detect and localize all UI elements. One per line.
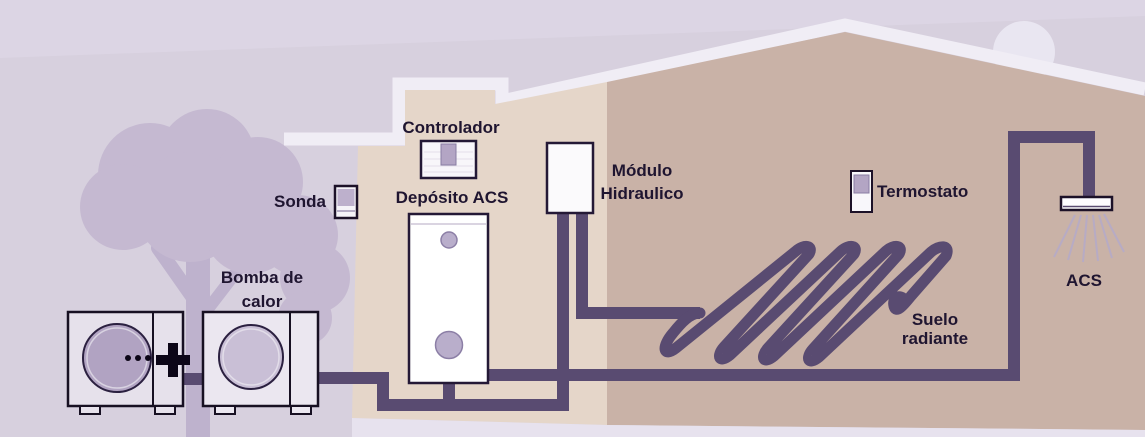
- label-modulo-line1: Módulo: [611, 161, 673, 180]
- controller-display: [440, 143, 457, 166]
- label-termostato: Termostato: [877, 181, 987, 202]
- label-suelo-radiante: Suelo radiante: [892, 310, 978, 348]
- label-modulo-hidraulico: Módulo Hidraulico: [590, 159, 694, 205]
- controller-box: [419, 139, 478, 180]
- label-modulo-line2: Hidraulico: [600, 184, 684, 203]
- tank-port-small: [440, 231, 458, 249]
- shower-spray-icon: [1053, 213, 1125, 263]
- label-sonda: Sonda: [258, 191, 326, 212]
- label-termostato-text: Termostato: [877, 182, 969, 201]
- shower-head-icon: [1059, 195, 1114, 212]
- house-outline: [284, 18, 1145, 146]
- dhw-tank: [407, 212, 490, 385]
- tank-port-large: [434, 330, 464, 360]
- tree-branch: [151, 241, 205, 312]
- label-deposito-acs: Depósito ACS: [377, 187, 527, 208]
- hydraulic-module-box: [545, 141, 595, 215]
- label-bomba-de-calor: Bomba de calor: [201, 266, 323, 314]
- unit-foot: [79, 405, 101, 415]
- label-suelo-line1: Suelo: [911, 310, 959, 329]
- floor-strip: [352, 418, 1145, 437]
- pipe-network: [178, 131, 1095, 411]
- label-bomba-line2: calor: [241, 292, 283, 311]
- probe-box: [333, 184, 359, 220]
- sky-highlight: [0, 0, 1145, 58]
- label-sonda-text: Sonda: [274, 192, 326, 211]
- thermostat-box: [850, 170, 873, 213]
- heat-pump-unit-1: [66, 310, 185, 415]
- label-deposito-text: Depósito ACS: [395, 188, 509, 207]
- plus-icon: [156, 343, 190, 377]
- pipe-module-to-coil: [576, 206, 700, 319]
- unit-foot: [214, 405, 236, 415]
- fan-icon: [218, 324, 284, 390]
- underfloor-coil: [659, 241, 953, 367]
- fan-dots: [125, 355, 151, 361]
- label-controlador-text: Controlador: [402, 118, 500, 137]
- label-suelo-line2: radiante: [901, 329, 969, 348]
- label-acs: ACS: [1052, 270, 1116, 291]
- probe-display: [337, 189, 355, 206]
- unit-foot: [154, 405, 176, 415]
- thermostat-display: [853, 174, 870, 194]
- pipe-dhw-to-shower: [486, 131, 1095, 381]
- pipe-supply-main: [310, 206, 569, 411]
- heat-pump-unit-2: [201, 310, 320, 415]
- label-acs-text: ACS: [1066, 271, 1102, 290]
- label-controlador: Controlador: [384, 117, 518, 138]
- unit-foot: [290, 405, 312, 415]
- label-bomba-line1: Bomba de: [220, 268, 304, 287]
